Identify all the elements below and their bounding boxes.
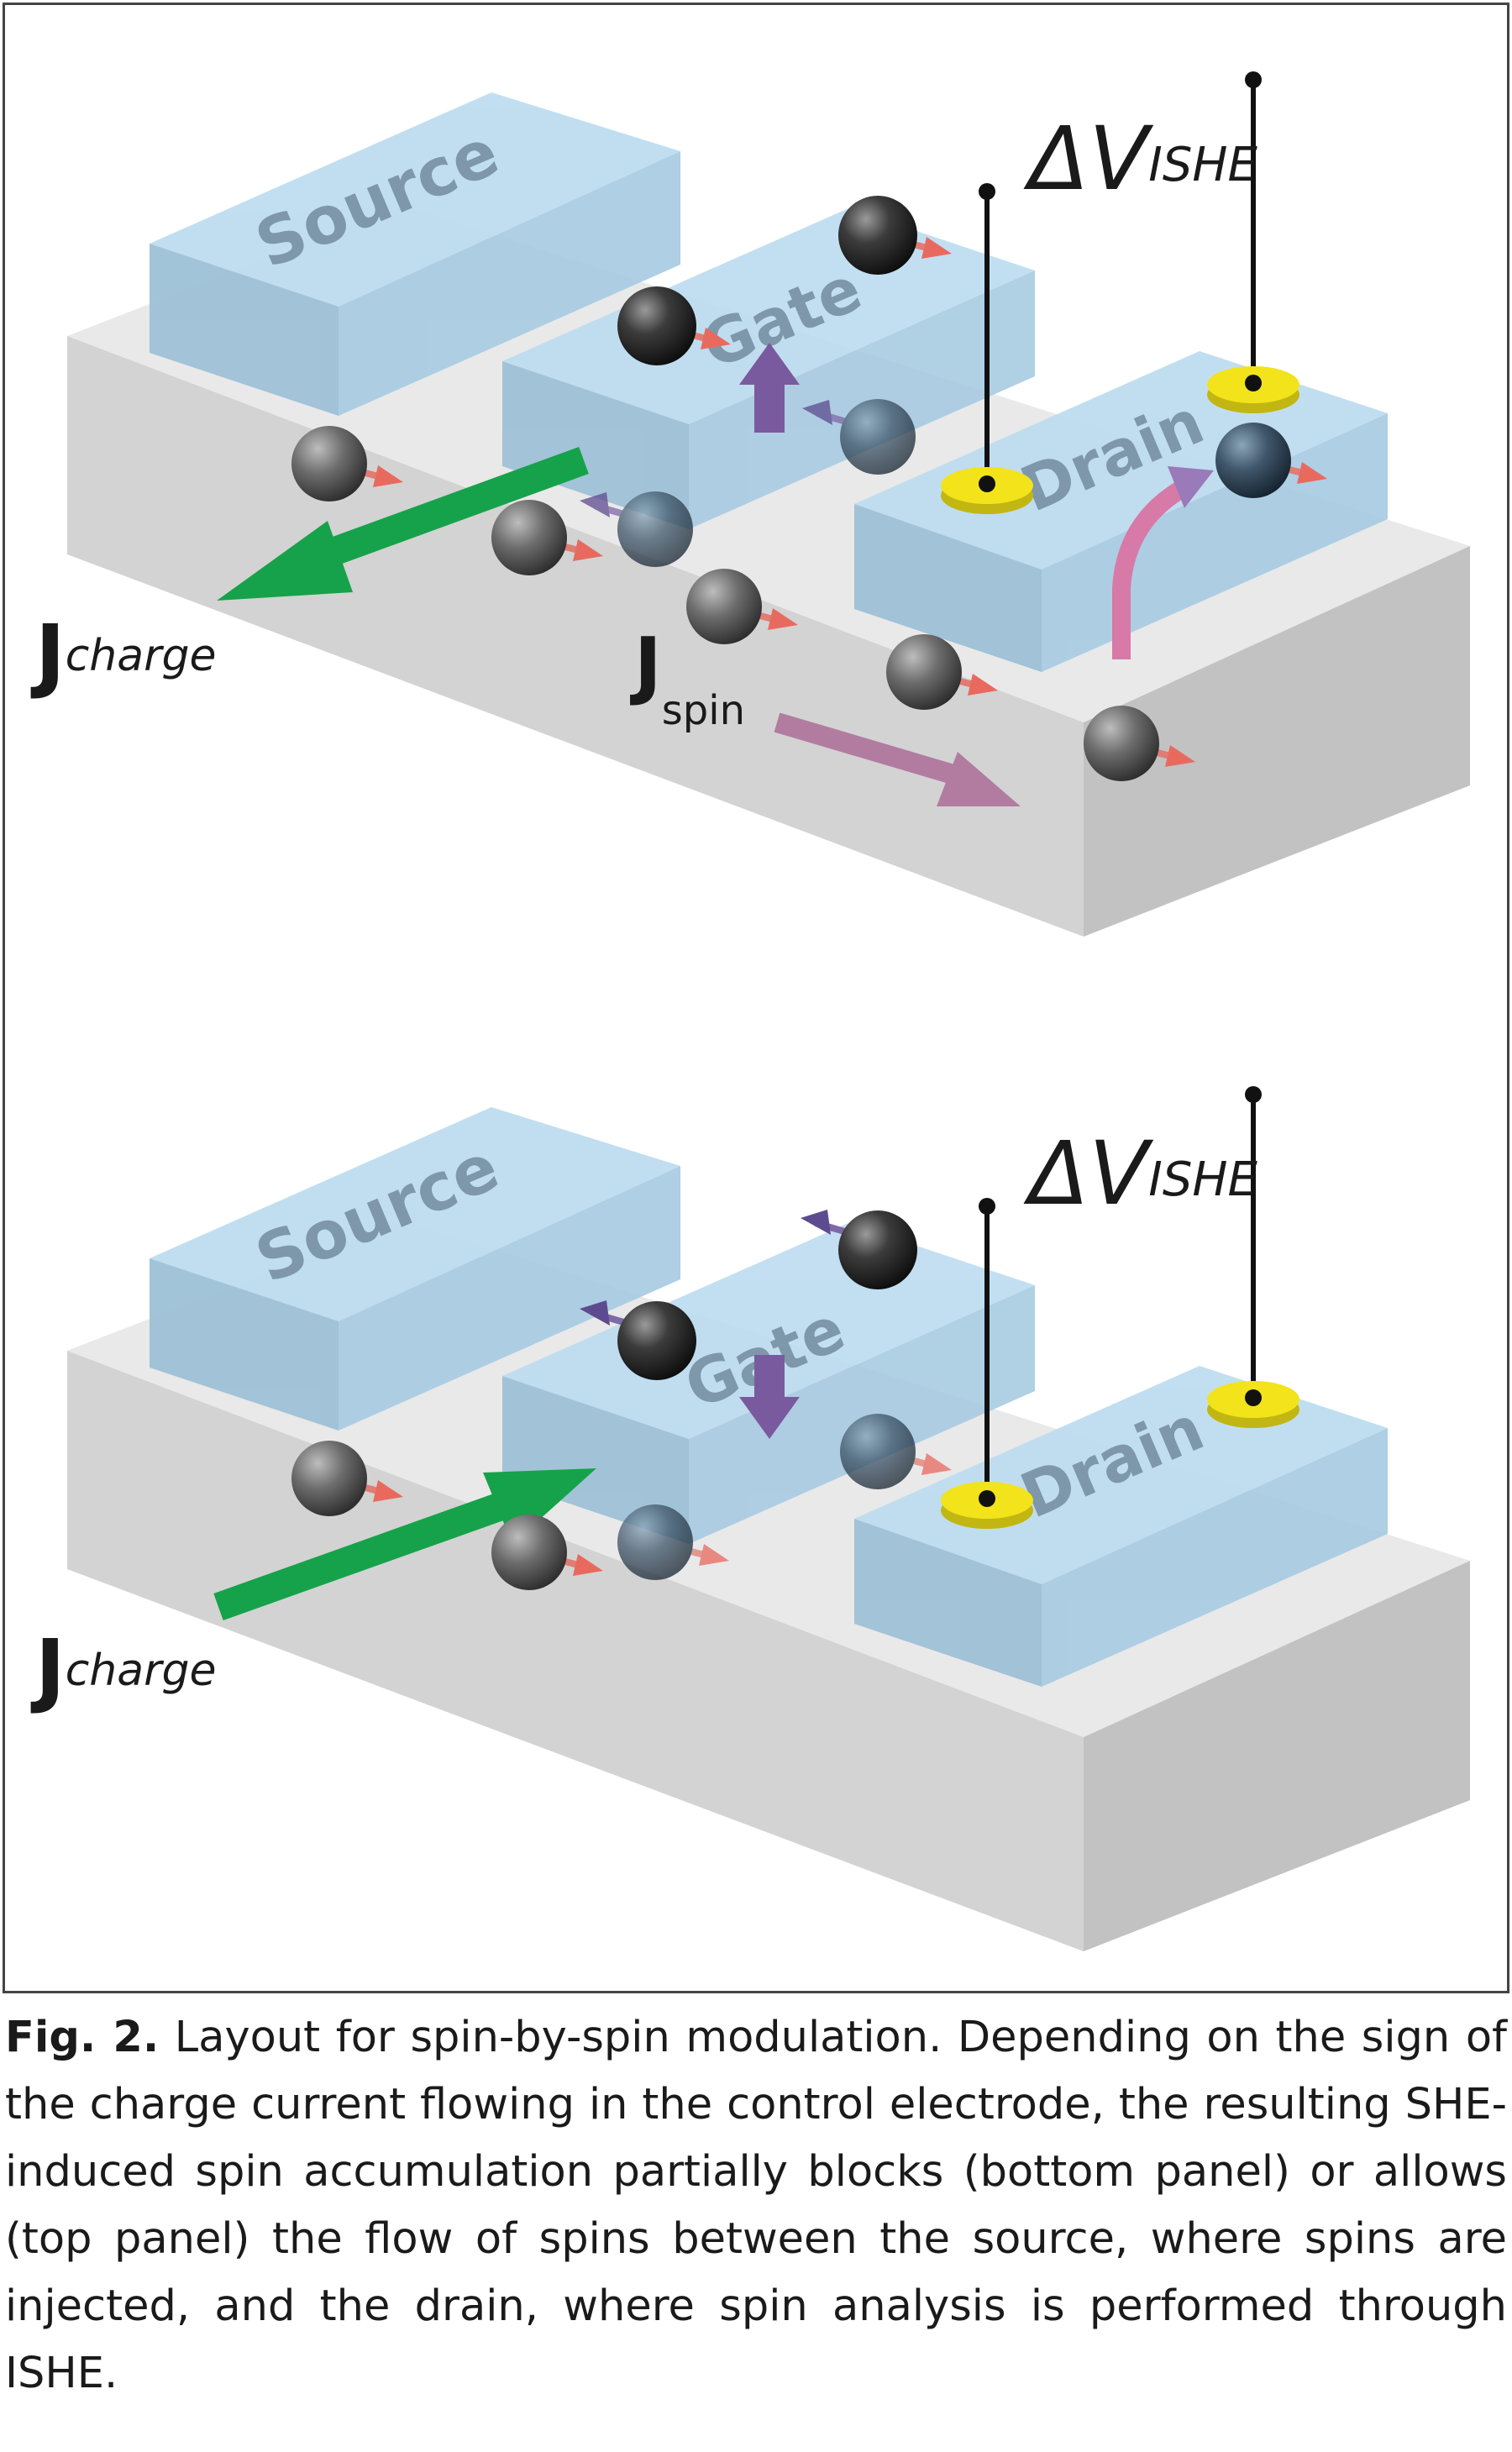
charge-current-arrow <box>217 447 589 601</box>
ishe-probe-right <box>1207 1086 1299 1428</box>
electron-spin <box>580 491 693 567</box>
spin-accumulation-arrow-up <box>739 343 800 433</box>
electron-spin <box>802 399 916 475</box>
substrate-side-face <box>1084 546 1470 937</box>
electron-spin <box>686 569 798 644</box>
top-panel: Source Gate Drain <box>30 71 1470 937</box>
voltage-label: ΔVISHE <box>1023 1122 1257 1225</box>
electron-spin <box>886 634 998 710</box>
electron-spin <box>801 1210 917 1289</box>
electron-spin <box>838 196 952 275</box>
electron-spin <box>491 500 603 575</box>
ishe-probe-left <box>941 1198 1033 1529</box>
electron-spin <box>291 1441 403 1516</box>
electron-spin <box>1084 706 1195 781</box>
spin-current-arrow <box>774 712 1021 806</box>
figure-illustration: Source Gate Drain <box>30 71 1470 1951</box>
spin-accumulation-arrow-down <box>739 1355 800 1439</box>
charge-current-label: Jcharge <box>30 1622 217 1716</box>
voltage-label: ΔVISHE <box>1023 108 1257 210</box>
electron-spin <box>580 1300 696 1380</box>
electron-spin <box>1215 423 1327 498</box>
electron-spin <box>840 1414 952 1489</box>
bottom-panel: Source Gate Drain <box>30 1086 1470 1951</box>
substrate-side-face <box>1084 1561 1470 1951</box>
spin-current-label: Jspin <box>630 622 745 734</box>
source-electrode <box>150 1107 680 1431</box>
charge-current-label: Jcharge <box>30 607 217 701</box>
figure-label: Fig. 2. <box>5 2013 160 2062</box>
spin-uptake-arrow <box>1112 466 1214 659</box>
caption-text: Layout for spin-by-spin modulation. Depe… <box>5 2013 1507 2398</box>
electron-spin <box>617 286 731 365</box>
figure-caption: Fig. 2. Layout for spin-by-spin modulati… <box>5 2004 1507 2407</box>
electron-spin <box>491 1515 603 1590</box>
source-electrode <box>150 92 680 416</box>
electron-spin <box>291 426 403 501</box>
ishe-probe-left <box>941 183 1033 514</box>
ishe-probe-right <box>1207 71 1299 413</box>
electron-spin <box>617 1504 729 1580</box>
